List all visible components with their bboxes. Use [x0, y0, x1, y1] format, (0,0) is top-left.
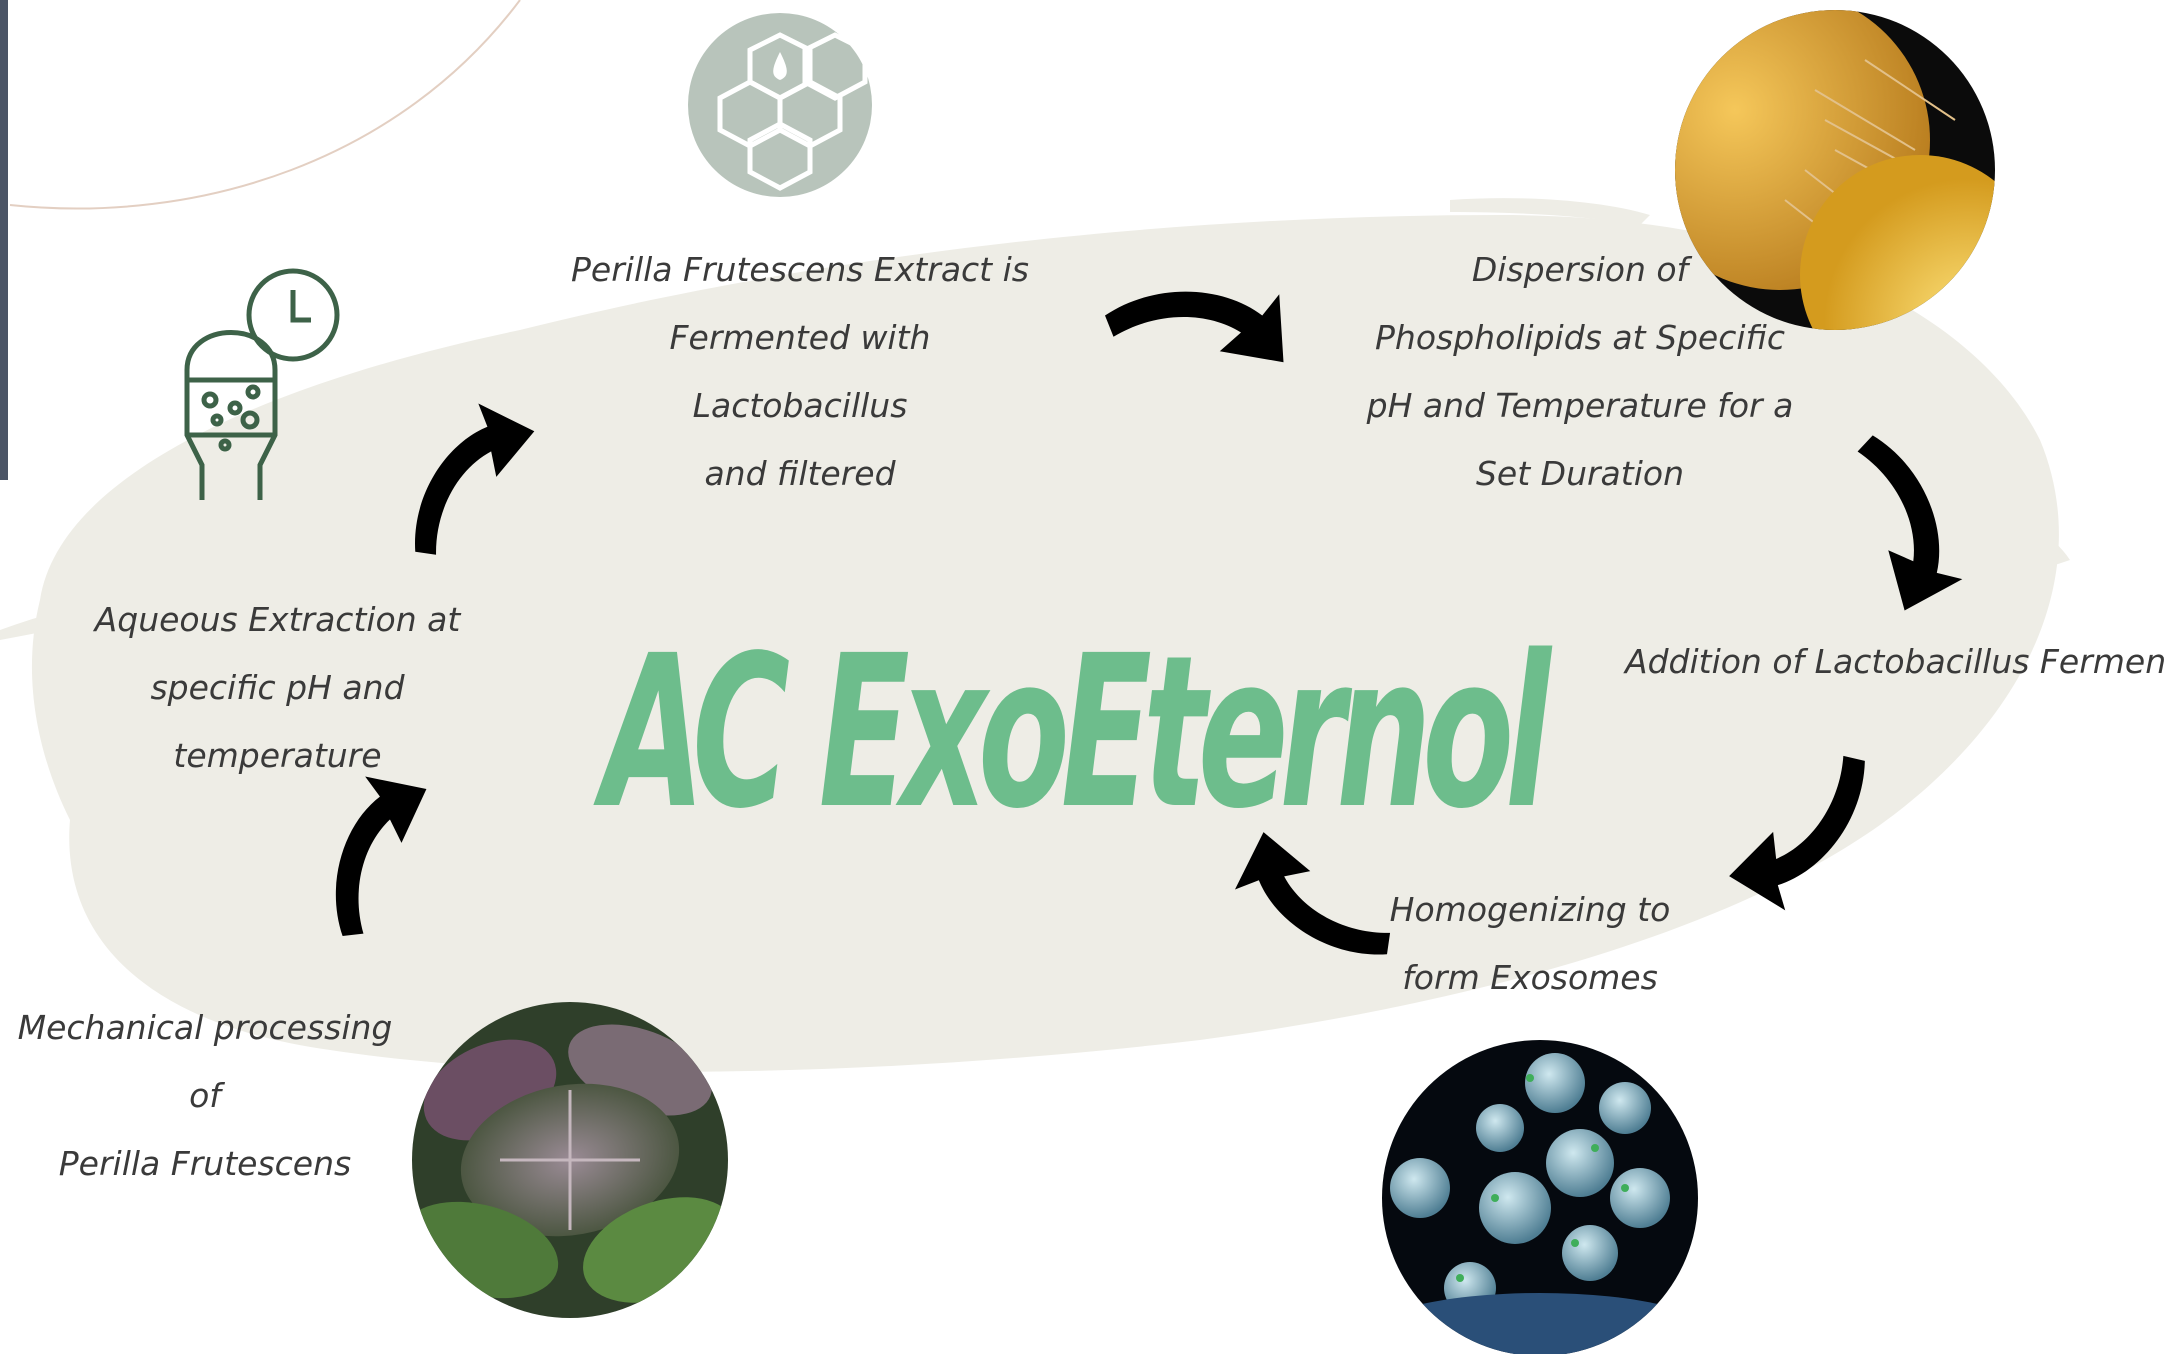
brush-streak: [1945, 480, 2070, 565]
fermentation-tank-clock-icon: [184, 268, 340, 500]
step-phospholipid-dispersion: Dispersion of Phospholipids at Specific …: [1366, 250, 1794, 493]
left-edge-bar: [0, 0, 8, 480]
arrow-to-homogenizing: [1729, 735, 1884, 916]
arrow-to-fermented: [396, 398, 535, 574]
brush-blob: [31, 215, 2059, 1072]
step-lactobacillus-addition: Addition of Lactobacillus Ferment: [1625, 642, 2164, 681]
brush-streak: [0, 596, 240, 640]
title-graphic: AC ExoEternol: [593, 610, 1560, 855]
step-fermented-extract: Perilla Frutescens Extract is Fermented …: [571, 250, 1029, 493]
arrow-to-dispersion: [1105, 291, 1284, 363]
step-mechanical-processing: Mechanical processing of Perilla Frutesc…: [17, 1008, 393, 1183]
hexagon-molecule-drop-icon: [688, 13, 872, 197]
brush-streak: [1450, 198, 1650, 225]
step-aqueous-extraction: Aqueous Extraction at specific pH and te…: [94, 600, 461, 775]
perilla-leaves-photo: [412, 1002, 728, 1318]
arrow-to-addition: [1831, 425, 1967, 611]
decorative-arc: [9, 0, 521, 210]
arrow-to-aqueous: [321, 772, 427, 948]
phospholipid-liposome-image: [1675, 10, 1995, 330]
product-title: AC ExoEternol: [593, 610, 1553, 855]
step-homogenizing: Homogenizing to form Exosomes: [1389, 890, 1671, 997]
exosomes-microscopy-image: [1382, 1040, 1698, 1354]
arrow-to-title: [1230, 832, 1409, 974]
